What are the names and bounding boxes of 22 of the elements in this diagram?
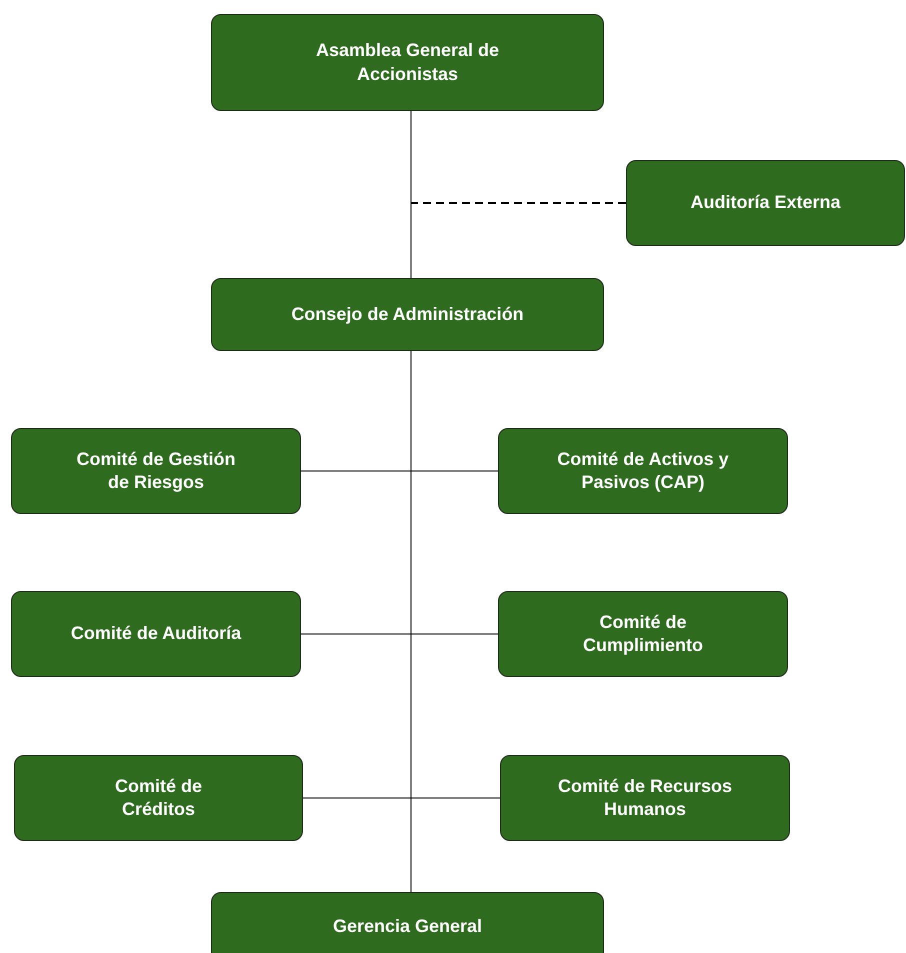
org-unit-box <box>211 892 604 953</box>
org-unit-box <box>498 591 788 677</box>
org-unit-box <box>11 428 301 514</box>
unit-name: Comité de Auditoría <box>70 622 242 646</box>
org-unit-box <box>14 755 303 841</box>
org-unit-box <box>626 160 905 246</box>
org-unit-box <box>498 428 788 514</box>
unit-name: Comité de Activos y Pasivos (CAP) <box>556 448 730 494</box>
unit-name: Consejo de Administración <box>291 302 524 326</box>
unit-name: Comité de Cumplimiento <box>582 610 704 657</box>
org-unit-box <box>211 278 604 351</box>
unit-name: Asamblea General de Accionistas <box>314 39 500 86</box>
unit-name: Comité de Créditos <box>114 774 203 821</box>
unit-name: Comité de Recursos Humanos <box>556 774 734 821</box>
org-unit-box <box>500 755 790 841</box>
org-unit-box <box>211 14 604 111</box>
dashed-connector <box>411 202 626 204</box>
unit-name: Auditoría Externa <box>690 191 841 214</box>
unit-name: Comité de Gestión de Riesgos <box>75 448 237 494</box>
connector-line <box>410 110 412 278</box>
org-unit-box <box>11 591 301 677</box>
unit-name: Gerencia General <box>332 915 482 938</box>
